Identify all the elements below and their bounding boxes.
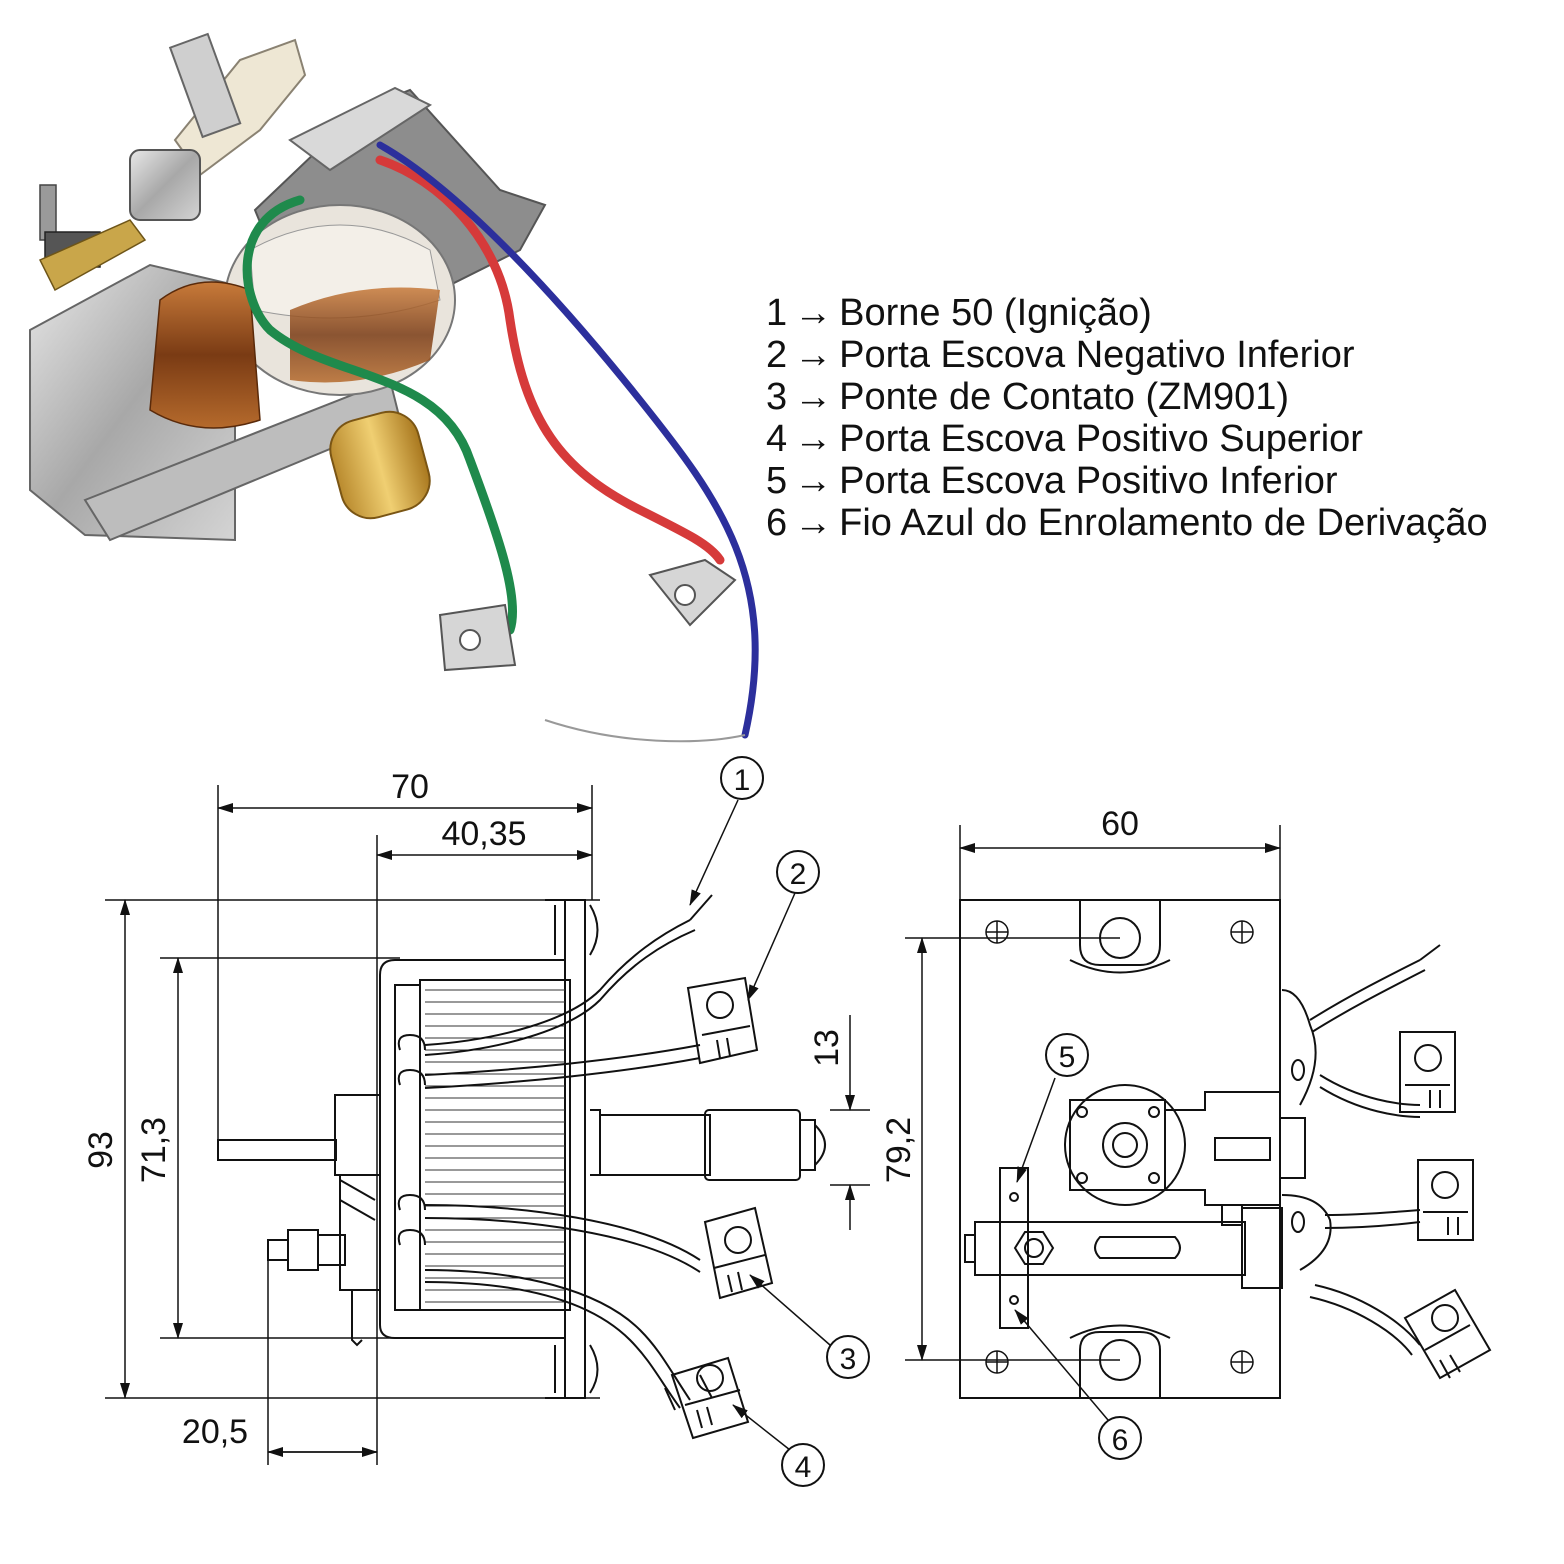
legend-text: Ponte de Contato (ZM901): [839, 376, 1290, 418]
front-view-drawing: [905, 825, 1492, 1421]
legend-item-2: 2→Porta Escova Negativo Inferior: [766, 334, 1488, 376]
callout-1-label: 1: [734, 764, 751, 797]
terminal-tab-4: [670, 1356, 750, 1440]
callout-5: 5: [1045, 1033, 1089, 1077]
legend-item-6: 6→Fio Azul do Enrolamento de Derivação: [766, 502, 1488, 544]
callout-5-label: 5: [1059, 1041, 1076, 1074]
legend-item-5: 5→Porta Escova Positivo Inferior: [766, 460, 1488, 502]
dim-width: 70: [391, 768, 429, 806]
callout-1: 1: [720, 756, 764, 800]
legend-num: 1: [766, 292, 788, 334]
front-terminal-tab-a: [1399, 1031, 1456, 1113]
dim-offset: 20,5: [182, 1413, 248, 1451]
legend-text: Porta Escova Positivo Inferior: [839, 460, 1338, 502]
legend-text: Porta Escova Positivo Superior: [839, 418, 1363, 460]
dim-inner-height: 71,3: [135, 1117, 173, 1183]
solenoid-photo: [29, 32, 759, 743]
legend-text: Borne 50 (Ignição): [839, 292, 1152, 334]
terminal-tab-3: [703, 1206, 774, 1300]
callout-6-label: 6: [1112, 1424, 1129, 1457]
arrow-icon: →: [794, 334, 833, 376]
dim-inner-width: 40,35: [441, 815, 526, 853]
legend-item-4: 4→Porta Escova Positivo Superior: [766, 418, 1488, 460]
legend-num: 4: [766, 418, 788, 460]
dim-plunger: 13: [808, 1029, 846, 1067]
front-dim-height: 79,2: [880, 1117, 918, 1183]
arrow-icon: →: [794, 460, 833, 502]
legend-num: 5: [766, 460, 788, 502]
legend-num: 6: [766, 502, 788, 544]
arrow-icon: →: [794, 376, 833, 418]
callout-3-label: 3: [840, 1343, 857, 1376]
arrow-icon: →: [794, 502, 833, 544]
dim-height: 93: [82, 1131, 120, 1169]
callout-6: 6: [1098, 1416, 1142, 1460]
callout-4-label: 4: [795, 1451, 812, 1484]
callout-4: 4: [781, 1443, 825, 1487]
terminal-tab-2: [686, 976, 759, 1065]
front-terminal-tab-b: [1417, 1159, 1474, 1241]
legend-num: 3: [766, 376, 788, 418]
arrow-icon: →: [794, 418, 833, 460]
callout-3: 3: [826, 1335, 870, 1379]
callout-2: 2: [776, 850, 820, 894]
red-wire-terminal: [648, 558, 737, 627]
callout-2-label: 2: [790, 858, 807, 891]
legend-item-3: 3→Ponte de Contato (ZM901): [766, 376, 1488, 418]
legend-item-1: 1→Borne 50 (Ignição): [766, 292, 1488, 334]
green-wire-terminal: [438, 603, 517, 672]
legend-num: 2: [766, 334, 788, 376]
legend-text: Fio Azul do Enrolamento de Derivação: [839, 502, 1488, 544]
legend: 1→Borne 50 (Ignição) 2→Porta Escova Nega…: [766, 292, 1488, 544]
side-view-drawing: [105, 785, 870, 1465]
arrow-icon: →: [794, 292, 833, 334]
legend-text: Porta Escova Negativo Inferior: [839, 334, 1355, 376]
front-dim-width: 60: [1101, 805, 1139, 843]
front-terminal-tab-c: [1403, 1288, 1492, 1380]
